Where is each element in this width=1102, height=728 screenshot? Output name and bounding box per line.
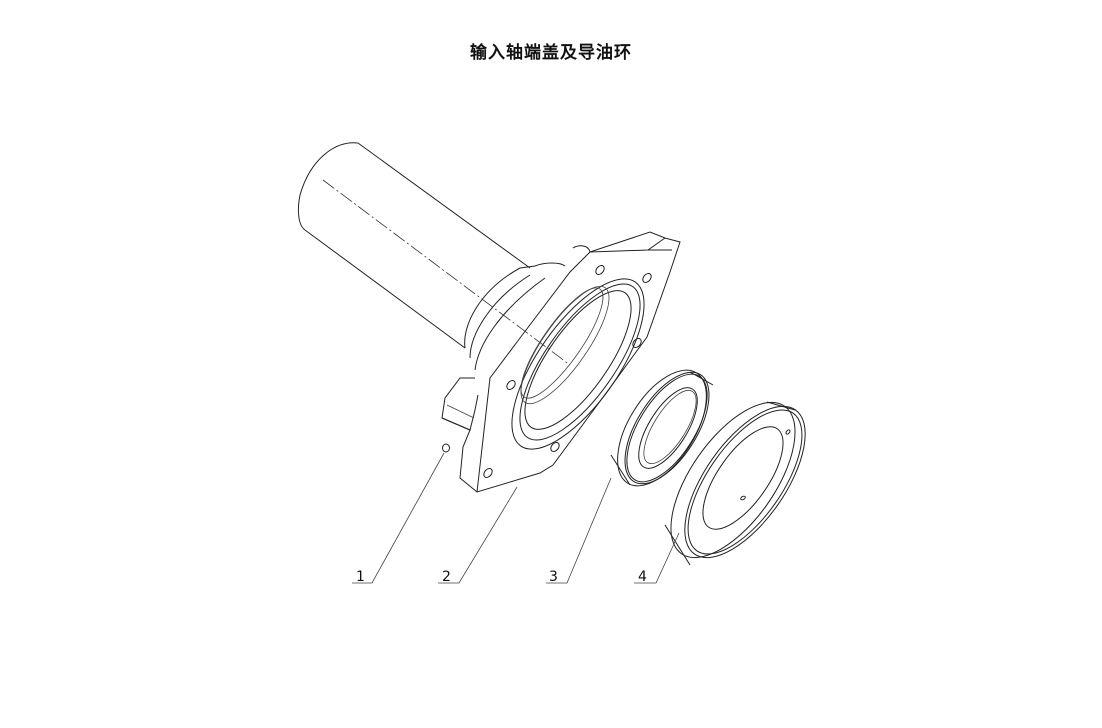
callout-4: 4 bbox=[634, 532, 680, 585]
callout-1: 1 bbox=[352, 452, 445, 585]
callout-number: 3 bbox=[549, 569, 558, 585]
plug-part bbox=[442, 443, 450, 453]
oil-guide-ring-part bbox=[664, 401, 806, 566]
callout-2: 2 bbox=[438, 486, 518, 585]
callout-3: 3 bbox=[546, 477, 612, 585]
callout-number: 2 bbox=[442, 569, 451, 585]
oil-seal-part bbox=[610, 369, 714, 487]
callout-number: 1 bbox=[356, 569, 365, 585]
callout-number: 4 bbox=[638, 569, 647, 585]
end-cover-part bbox=[297, 142, 681, 493]
drawing-title: 输入轴端盖及导油环 bbox=[470, 43, 632, 63]
